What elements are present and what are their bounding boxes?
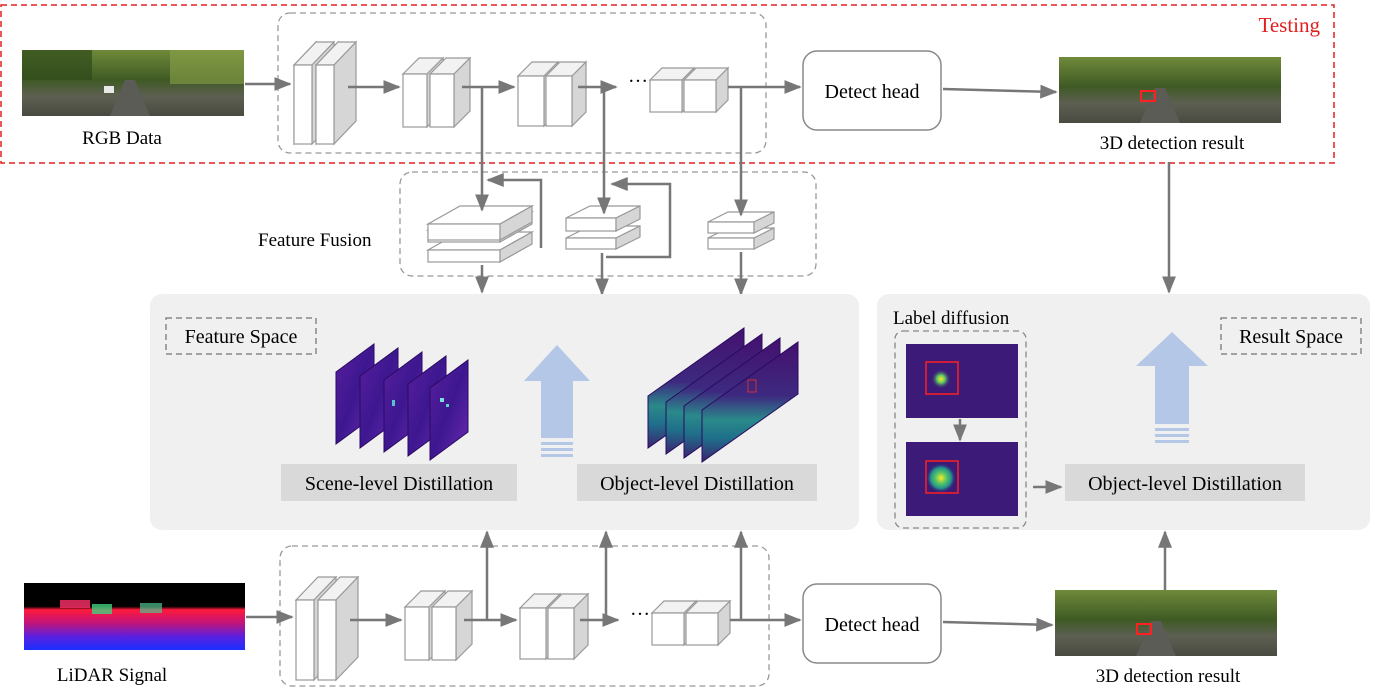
result-image-top — [1059, 57, 1281, 123]
feature-space-label: Feature Space — [185, 326, 298, 348]
label-diffusion-label: Label diffusion — [893, 308, 1010, 329]
feature-up-arrow — [524, 345, 590, 457]
result-space-label: Result Space — [1239, 326, 1343, 348]
detect-head-bottom-label: Detect head — [825, 614, 920, 636]
detect-head-bottom — [802, 583, 942, 664]
top-backbone-blocks — [292, 40, 730, 146]
rgb-data-label: RGB Data — [82, 128, 162, 149]
scene-distill-label: Scene-level Distillation — [305, 473, 493, 495]
object-distill-result-label: Object-level Distillation — [1088, 473, 1282, 495]
bottom-flow-arrows — [246, 530, 1172, 632]
object-distill-result-box — [1065, 464, 1305, 501]
detect-head-top — [802, 50, 942, 131]
result-up-arrow — [1136, 332, 1208, 443]
testing-label: Testing — [1258, 13, 1320, 37]
testing-region — [0, 4, 1335, 164]
lidar-signal-label: LiDAR Signal — [57, 665, 167, 686]
fusion-stacks — [425, 204, 775, 264]
top-ellipsis: … — [628, 65, 648, 87]
result-bottom-label: 3D detection result — [1096, 666, 1241, 687]
feature-space-tag — [165, 317, 317, 355]
feature-fusion-box — [399, 171, 817, 277]
detect-head-top-label: Detect head — [825, 81, 920, 103]
result-image-bottom — [1055, 590, 1277, 656]
result-top-label: 3D detection result — [1100, 133, 1245, 154]
object-distill-feature-label: Object-level Distillation — [600, 473, 794, 495]
rgb-image — [22, 50, 244, 116]
fusion-in-arrows — [475, 87, 1176, 296]
object-distill-feature-box — [577, 464, 817, 501]
heatmap-top — [906, 344, 1018, 418]
top-backbone-box — [277, 12, 767, 154]
feature-fusion-label: Feature Fusion — [258, 230, 372, 251]
bottom-backbone-blocks — [294, 575, 732, 682]
result-space-tag — [1220, 317, 1362, 355]
scene-distill-box — [281, 464, 517, 501]
bottom-ellipsis: … — [630, 598, 650, 620]
heatmap-bottom — [906, 442, 1018, 516]
object-feature-maps — [647, 327, 799, 463]
scene-feature-maps — [335, 343, 469, 461]
lidar-image — [24, 583, 245, 650]
